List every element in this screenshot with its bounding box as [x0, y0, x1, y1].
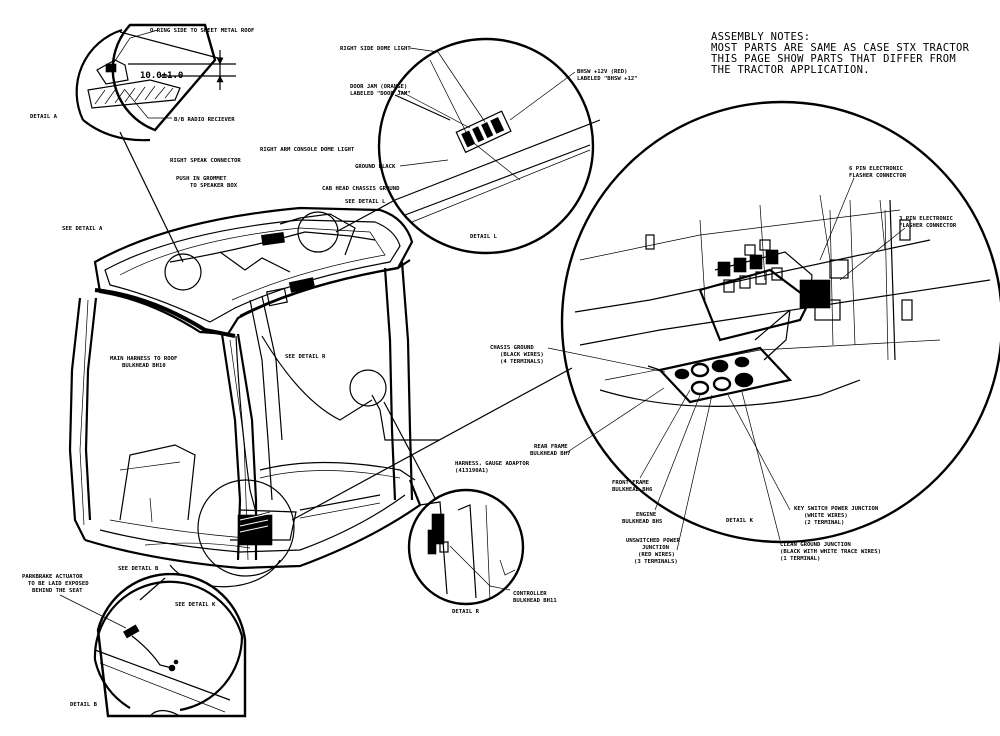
- label-unswitched-1: UNSWITCHED POWER: [626, 538, 681, 544]
- label-detail-k: DETAIL K: [726, 518, 754, 524]
- label-clean-ground-2: (BLACK WITH WHITE TRACE WIRES): [780, 549, 881, 555]
- label-clean-ground-1: CLEAN GROUND JUNCTION: [780, 542, 851, 548]
- label-detail-a: DETAIL A: [30, 114, 58, 120]
- assembly-notes-line-1: MOST PARTS ARE SAME AS CASE STX TRACTOR: [711, 42, 970, 54]
- detail-k-marker: [197, 479, 295, 577]
- label-chasis-2: (BLACK WIRES): [500, 352, 544, 358]
- detail-a: [75, 23, 236, 263]
- label-chasis-3: (4 TERMINALS): [500, 359, 544, 365]
- detail-r: [383, 401, 525, 606]
- label-flasher3-1: 3 PIN ELECTRONIC: [899, 216, 953, 222]
- label-flasher3-2: FLASHER CONNECTOR: [899, 223, 957, 229]
- label-parkbrake-1: PARKBRAKE ACTUATOR: [22, 574, 83, 580]
- label-see-detail-r: SEE DETAIL R: [285, 354, 326, 360]
- label-main-harness-1: MAIN HARNESS TO ROOF: [110, 356, 178, 362]
- detail-a-marker: [164, 253, 202, 291]
- cab-assembly: [68, 206, 440, 570]
- label-see-detail-a: SEE DETAIL A: [62, 226, 103, 232]
- label-bhsw-1: BHSW +12V (RED): [577, 69, 628, 75]
- label-right-dome: RIGHT SIDE DOME LIGHT: [340, 46, 411, 52]
- label-engine-2: BULKHEAD BH5: [622, 519, 662, 525]
- label-rear-frame-2: BULKHEAD BH7: [530, 451, 570, 457]
- label-key-switch-1: KEY SWITCH POWER JUNCTION: [794, 506, 879, 512]
- label-clean-ground-3: (1 TERMINAL): [780, 556, 820, 562]
- label-see-detail-b: SEE DETAIL B: [118, 566, 159, 572]
- label-front-frame-2: BULKHEAD BH6: [612, 487, 653, 493]
- label-detail-r: DETAIL R: [452, 609, 480, 615]
- label-engine-1: ENGINE: [636, 512, 656, 518]
- label-detail-b: DETAIL B: [70, 702, 98, 708]
- label-key-switch-3: (2 TERMINAL): [804, 520, 844, 526]
- detail-b: [59, 572, 247, 718]
- label-door-jam-1: DOOR JAM (ORANGE): [350, 84, 407, 90]
- label-key-switch-2: (WHITE WIRES): [804, 513, 848, 519]
- label-push-grommet-2: TO SPEAKER BOX: [190, 183, 238, 189]
- label-harness-gauge-1: HARNESS, GAUGE ADAPTOR: [455, 461, 530, 467]
- label-parkbrake-3: BEHIND THE SEAT: [32, 588, 83, 594]
- label-harness-gauge-2: (413190A1): [455, 468, 489, 474]
- label-flasher6-1: 6 PIN ELECTRONIC: [849, 166, 903, 172]
- detail-l: [335, 37, 601, 255]
- assembly-notes-line-3: THE TRACTOR APPLICATION.: [711, 64, 870, 76]
- detail-l-marker: [297, 211, 339, 253]
- label-oring: O-RING SIDE TO SHEET METAL ROOF: [150, 28, 255, 34]
- label-controller-1: CONTROLLER: [513, 591, 547, 597]
- label-cab-ground: CAB HEAD CHASSIS GROUND: [322, 186, 400, 192]
- label-detail-l: DETAIL L: [470, 234, 498, 240]
- label-push-grommet-1: PUSH IN GROMMET: [176, 176, 227, 182]
- detail-k: [291, 100, 1000, 551]
- detail-r-marker: [349, 369, 387, 407]
- label-right-speak: RIGHT SPEAK CONNECTOR: [170, 158, 241, 164]
- label-right-arm-dome: RIGHT ARM CONSOLE DOME LIGHT: [260, 147, 355, 153]
- label-parkbrake-2: TO BE LAID EXPOSED: [28, 581, 89, 587]
- label-main-harness-2: BULKHEAD BH10: [122, 363, 166, 369]
- label-flasher6-2: FLASHER CONNECTOR: [849, 173, 907, 179]
- label-door-jam-2: LABELED "DOOR JAM": [350, 91, 411, 97]
- label-radio-receiver: B/B RADIO RECIEVER: [174, 117, 235, 123]
- label-ground-black: GROUND BLACK: [355, 164, 396, 170]
- label-front-frame-1: FRONT FRAME: [612, 480, 649, 486]
- label-unswitched-4: (3 TERMINALS): [634, 559, 678, 565]
- label-dimension: 10.0±1.0: [140, 71, 183, 81]
- label-chasis-1: CHASIS GROUND: [490, 345, 534, 351]
- label-rear-frame-1: REAR FRAME: [534, 444, 568, 450]
- label-unswitched-2: JUNCTION: [642, 545, 670, 551]
- label-see-detail-l: SEE DETAIL L: [345, 199, 386, 205]
- assembly-notes: ASSEMBLY NOTES: MOST PARTS ARE SAME AS C…: [711, 32, 969, 76]
- label-see-detail-k: SEE DETAIL K: [175, 602, 216, 608]
- label-bhsw-2: LABELED "BHSW +12": [577, 76, 638, 82]
- assembly-notes-line-2: THIS PAGE SHOW PARTS THAT DIFFER FROM: [711, 53, 956, 65]
- assembly-notes-heading: ASSEMBLY NOTES:: [711, 31, 811, 43]
- label-controller-2: BULKHEAD BH11: [513, 598, 557, 604]
- label-unswitched-3: (RED WIRES): [638, 552, 675, 558]
